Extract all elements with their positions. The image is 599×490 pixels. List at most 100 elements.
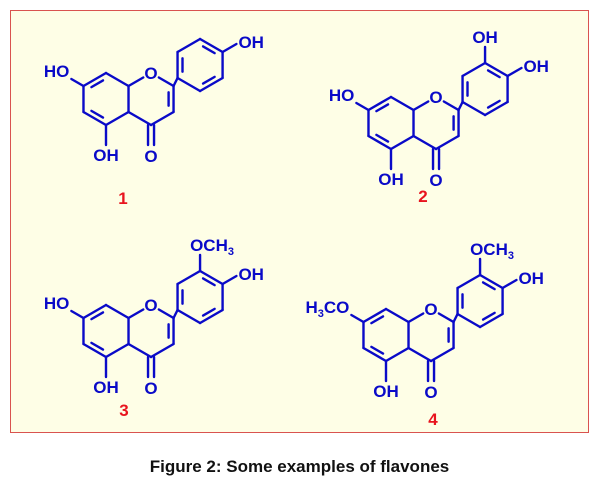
ring-c-bond — [127, 110, 153, 127]
ring-oxygen-label: O — [424, 300, 437, 319]
ring-c-bond — [407, 312, 425, 324]
c7-substituent-bond — [70, 77, 85, 88]
compound-number-4: 4 — [428, 410, 438, 429]
c5-hydroxyl-label: OH — [93, 378, 119, 397]
ring-a-bond — [367, 134, 393, 151]
ring-b-bond — [461, 61, 487, 78]
c7-methoxy-label: H3CO — [305, 298, 349, 320]
ring-b-bond — [198, 308, 224, 325]
ring-a-bond — [367, 95, 393, 112]
ring-b-bond — [456, 273, 482, 290]
ring-b-double-bond — [201, 307, 216, 317]
ring-a-double-bond — [90, 79, 105, 89]
ring-a-double-bond — [375, 133, 390, 143]
ring-b-bond — [456, 312, 482, 329]
ring-c-bond — [127, 308, 145, 320]
c7-substituent-bond — [350, 313, 365, 324]
carbonyl-oxygen-label: O — [424, 383, 437, 402]
ring-c-bond — [434, 134, 460, 151]
ring-b-bond — [176, 308, 202, 325]
c4p-hydroxyl-label: OH — [238, 33, 263, 52]
c4p-hydroxyl-label: OH — [238, 265, 263, 284]
ring-c-bond — [412, 100, 430, 112]
ring-b-double-bond — [481, 281, 496, 291]
ring-c-bond — [127, 342, 153, 359]
ring-a-bond — [104, 303, 130, 320]
c4p-substituent-bond — [506, 66, 523, 78]
figure-caption: Figure 2: Some examples of flavones — [149, 457, 450, 476]
compound-number-2: 2 — [418, 187, 427, 206]
ring-c-bond — [149, 342, 175, 359]
ring-a-double-bond — [90, 109, 105, 119]
ring-b-double-bond — [201, 45, 216, 55]
ring-b-link-bond — [452, 312, 459, 324]
c7-substituent-bond — [70, 309, 85, 320]
compound-number-1: 1 — [118, 189, 127, 208]
ring-c-bond — [429, 346, 455, 363]
ring-b-link-bond — [172, 308, 179, 320]
ring-c-bond — [127, 76, 145, 88]
ring-oxygen-label: O — [144, 296, 157, 315]
ring-a-double-bond — [370, 315, 385, 325]
c4p-substituent-bond — [501, 278, 518, 290]
ring-a-double-bond — [375, 103, 390, 113]
carbonyl-oxygen-label: O — [144, 147, 157, 166]
c4p-hydroxyl-label: OH — [523, 57, 549, 76]
ring-a-double-bond — [370, 345, 385, 355]
c7-hydroxyl-label: HO — [329, 86, 355, 105]
ring-a-double-bond — [90, 341, 105, 351]
ring-oxygen-label: O — [144, 64, 157, 83]
ring-b-bond — [198, 76, 224, 93]
c4p-substituent-bond — [221, 42, 238, 54]
ring-b-link-bond — [457, 100, 464, 112]
ring-a-bond — [104, 342, 130, 359]
ring-b-link-bond — [172, 76, 179, 88]
ring-oxygen-label: O — [429, 88, 442, 107]
ring-c-bond — [407, 346, 433, 363]
ring-a-double-bond — [90, 311, 105, 321]
ring-c-bond — [412, 134, 438, 151]
c5-hydroxyl-label: OH — [93, 146, 119, 165]
ring-b-double-bond — [201, 277, 216, 287]
ring-a-bond — [82, 71, 108, 88]
ring-a-bond — [389, 95, 415, 112]
ring-b-bond — [176, 37, 202, 54]
ring-b-bond — [176, 76, 202, 93]
ring-c-bond — [157, 308, 175, 320]
ring-b-bond — [198, 269, 224, 286]
ring-b-bond — [461, 100, 487, 117]
c3p-methoxy-label: OCH3 — [190, 236, 234, 258]
c5-hydroxyl-label: OH — [373, 382, 399, 401]
ring-a-bond — [384, 346, 410, 363]
ring-a-bond — [362, 307, 388, 324]
ring-b-bond — [478, 273, 504, 290]
ring-b-double-bond — [486, 99, 501, 109]
c5-hydroxyl-label: OH — [378, 170, 404, 189]
ring-c-bond — [437, 312, 455, 324]
ring-b-double-bond — [481, 311, 496, 321]
ring-c-bond — [157, 76, 175, 88]
ring-c-bond — [149, 110, 175, 127]
ring-b-bond — [198, 37, 224, 54]
carbonyl-oxygen-label: O — [429, 171, 442, 190]
ring-a-bond — [389, 134, 415, 151]
ring-a-bond — [82, 303, 108, 320]
ring-b-bond — [176, 269, 202, 286]
ring-b-double-bond — [486, 69, 501, 79]
structures-canvas: OOHOOHOH1OOHOOHOHOH2OOHOOHOHOCH33OOH3COO… — [44, 28, 549, 429]
ring-c-bond — [442, 100, 460, 112]
c3p-hydroxyl-label: OH — [472, 28, 498, 47]
ring-b-double-bond — [201, 75, 216, 85]
compound-number-3: 3 — [119, 401, 128, 420]
compound-2: O O HO OH OH OH 2 — [329, 28, 549, 206]
ring-a-bond — [104, 71, 130, 88]
ring-a-bond — [82, 342, 108, 359]
c3p-methoxy-label: OCH3 — [470, 240, 514, 262]
carbonyl-oxygen-label: O — [144, 379, 157, 398]
c7-hydroxyl-label: HO — [44, 294, 70, 313]
c7-substituent-bond — [355, 101, 370, 112]
ring-a-bond — [362, 346, 388, 363]
